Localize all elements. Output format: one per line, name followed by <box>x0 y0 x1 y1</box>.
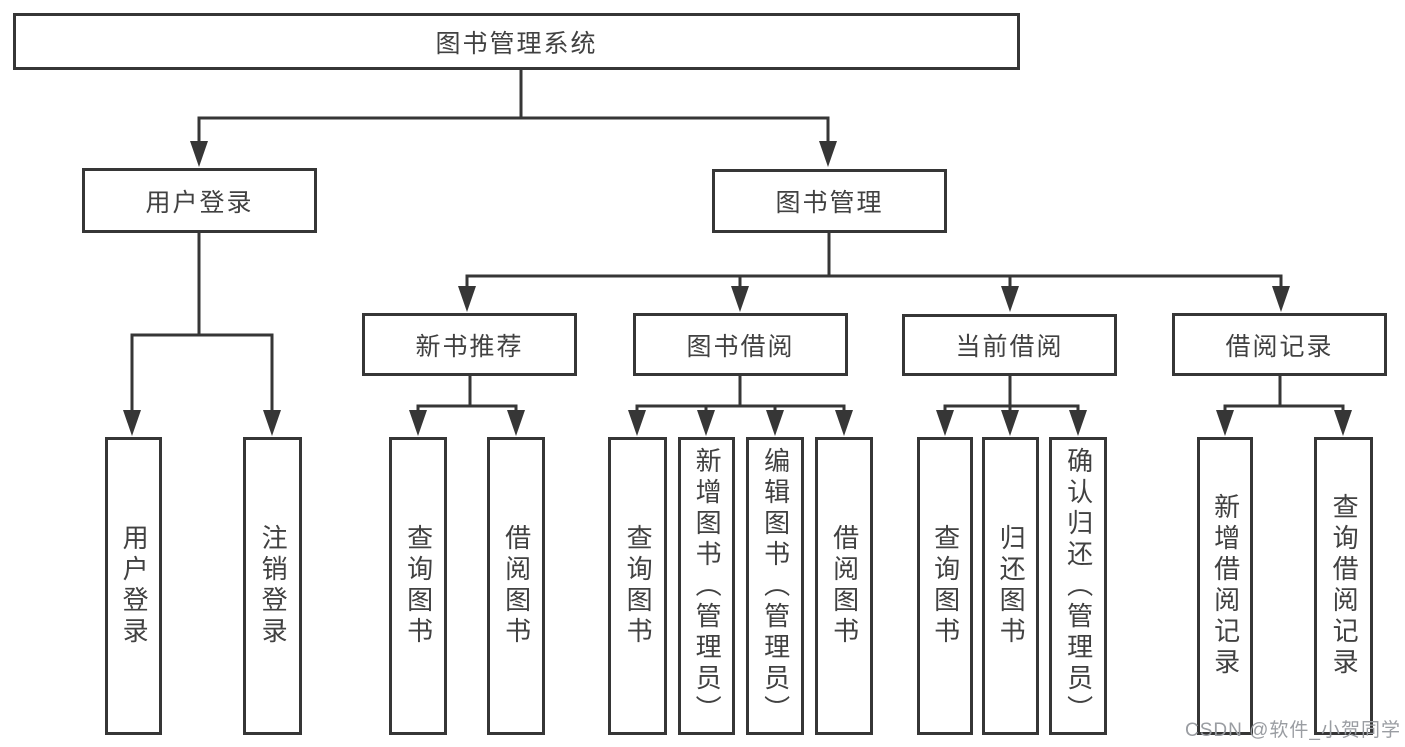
node-current-borrowing: 当前借阅 <box>902 314 1117 376</box>
csdn-watermark: CSDN @软件_小贺同学 <box>1185 720 1401 741</box>
leaf-query-borrow-record: 查询借阅记录 <box>1314 437 1373 735</box>
leaf-user-login: 用户登录 <box>105 437 162 735</box>
leaf-query-books-3: 查询图书 <box>917 437 973 735</box>
node-user-login-branch: 用户登录 <box>82 168 317 233</box>
leaf-confirm-return-admin: 确认归还（管理员） <box>1049 437 1107 735</box>
leaf-return-books: 归还图书 <box>982 437 1039 735</box>
leaf-edit-books-admin: 编辑图书（管理员） <box>746 437 804 735</box>
leaf-query-books-1: 查询图书 <box>389 437 447 735</box>
leaf-add-borrow-record: 新增借阅记录 <box>1197 437 1253 735</box>
leaf-logout: 注销登录 <box>243 437 302 735</box>
node-book-management: 图书管理 <box>712 169 947 233</box>
node-book-borrowing: 图书借阅 <box>633 313 848 376</box>
node-new-book-recommend: 新书推荐 <box>362 313 577 376</box>
leaf-query-books-2: 查询图书 <box>608 437 667 735</box>
node-borrow-records: 借阅记录 <box>1172 313 1387 376</box>
leaf-borrow-books-2: 借阅图书 <box>815 437 873 735</box>
leaf-borrow-books-1: 借阅图书 <box>487 437 545 735</box>
leaf-add-books-admin: 新增图书（管理员） <box>678 437 735 735</box>
node-root: 图书管理系统 <box>13 13 1020 70</box>
